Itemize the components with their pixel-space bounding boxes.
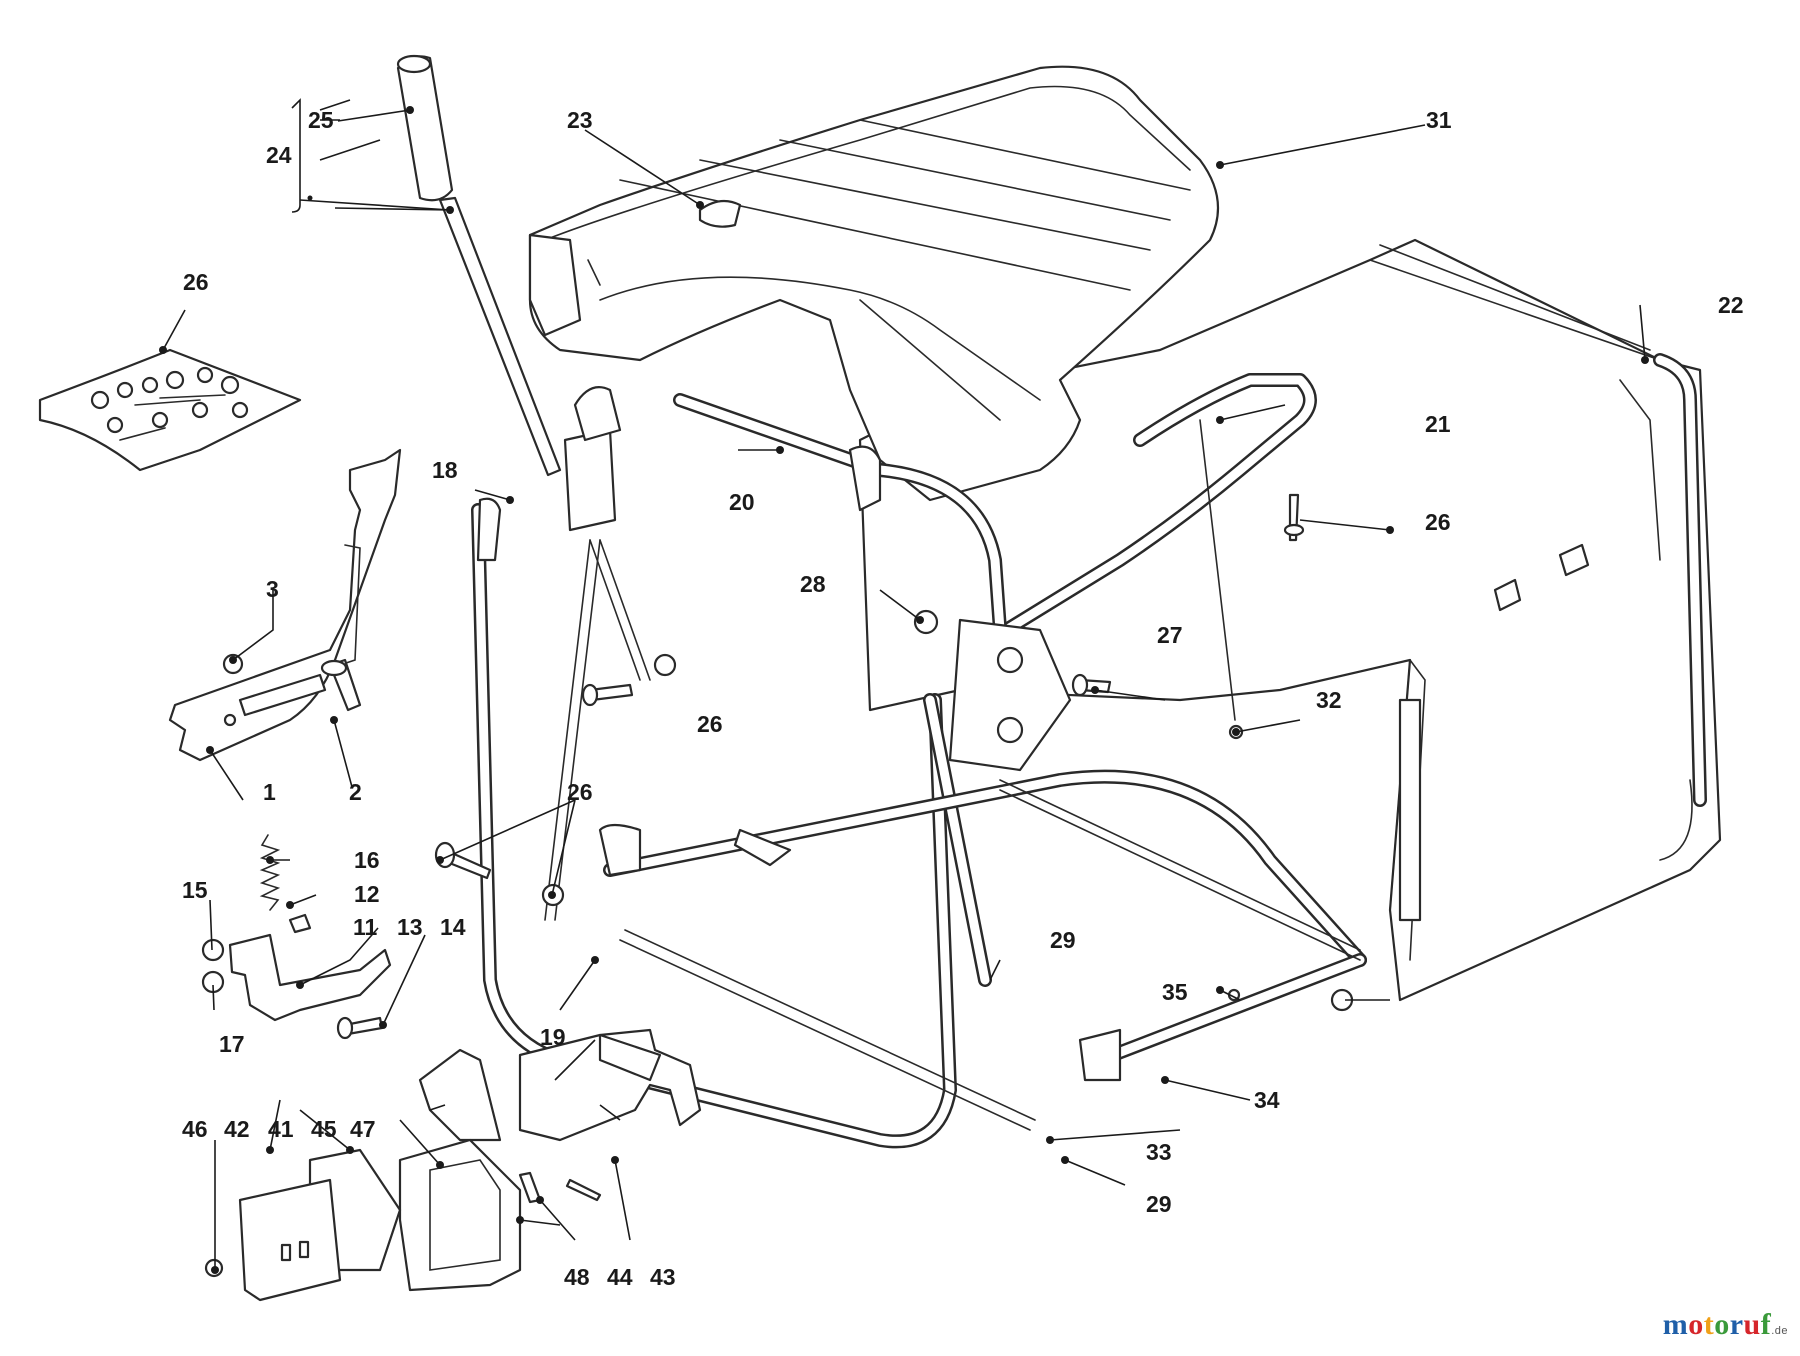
callout-25: 25 [308,107,334,133]
callout-32: 32 [1316,687,1342,713]
callout-12: 12 [354,881,380,907]
callout-13: 13 [397,914,423,940]
leader-dots [159,106,1649,1274]
callout-3: 3 [266,576,279,602]
callout-26-frame: 26 [1425,509,1451,535]
callout-41: 41 [268,1116,294,1142]
callout-11: 11 [353,914,378,940]
callout-17: 17 [219,1031,245,1057]
callout-31: 31 [1426,107,1452,133]
callout-23: 23 [567,107,593,133]
watermark-suffix: .de [1771,1325,1788,1337]
callout-20: 20 [729,489,755,515]
callout-43: 43 [650,1264,676,1290]
callouts: 1 2 3 11 12 13 14 15 16 17 18 19 20 21 2… [182,107,1744,1290]
lift-lever [396,54,562,477]
callout-44: 44 [607,1264,633,1290]
callout-2: 2 [349,779,362,805]
bag-frame [471,373,1367,1149]
callout-48: 48 [564,1264,590,1290]
watermark-letter-m: m [1662,1308,1689,1341]
callout-21: 21 [1425,411,1451,437]
callout-16: 16 [354,847,380,873]
callout-14: 14 [440,914,466,940]
callout-1: 1 [263,779,276,805]
callout-15: 15 [182,877,208,903]
leader-lines [162,99,1646,1270]
callout-42: 42 [224,1116,250,1142]
switch-assembly [204,1028,702,1302]
callout-34: 34 [1254,1087,1280,1113]
callout-45: 45 [311,1116,337,1142]
callout-29-lower: 29 [1146,1191,1172,1217]
hardware-bag [38,348,302,472]
motoruf-watermark: motoruf.de [1662,1308,1788,1341]
callout-33: 33 [1146,1139,1172,1165]
callout-29-upper: 29 [1050,927,1076,953]
callout-28: 28 [800,571,826,597]
bag-top-cover [528,65,1220,502]
callout-26-lower: 26 [567,779,593,805]
callout-26-bag: 26 [183,269,209,295]
callout-27: 27 [1157,622,1183,648]
callout-26-bolts: 26 [697,711,723,737]
callout-46: 46 [182,1116,208,1142]
leader-lines-extra [291,98,1426,213]
callout-35: 35 [1162,979,1188,1005]
callout-18: 18 [432,457,458,483]
mount-plate [168,448,402,762]
callout-22: 22 [1718,292,1744,318]
callout-24: 24 [266,142,292,168]
callout-19: 19 [540,1024,566,1050]
callout-47: 47 [350,1116,376,1142]
